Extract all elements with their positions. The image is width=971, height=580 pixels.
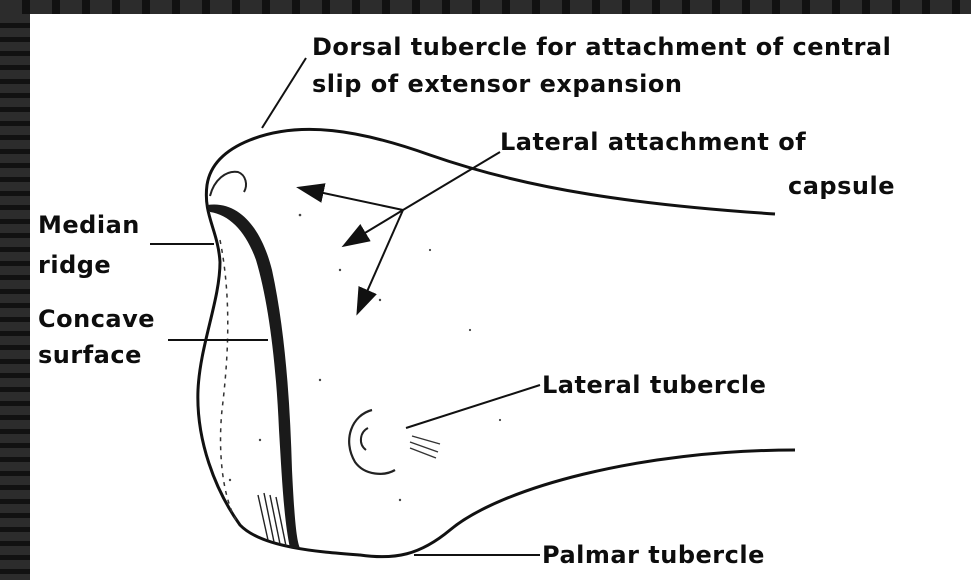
- diagram-canvas: Dorsal tubercle for attachment of centra…: [30, 14, 971, 580]
- dorsal-tubercle-shape: [210, 172, 246, 196]
- stipple-dots: [229, 214, 501, 502]
- dorsal-tubercle-label-line1: Dorsal tubercle for attachment of centra…: [312, 32, 891, 62]
- lateral-tubercle-inner: [361, 428, 368, 450]
- lateral-tubercle-hatching: [410, 436, 440, 458]
- dorsal-tubercle-leader: [262, 58, 306, 128]
- median-ridge-shading: [207, 204, 300, 548]
- palmar-tubercle-label: Palmar tubercle: [542, 540, 765, 570]
- lateral-attachment-label-line2: capsule: [788, 171, 895, 201]
- lateral-tubercle-leader: [406, 385, 540, 428]
- concave-surface-label-line1: Concave: [38, 304, 155, 334]
- lateral-tubercle-label: Lateral tubercle: [542, 370, 766, 400]
- concave-surface-label-line2: surface: [38, 340, 142, 370]
- concave-surface-edge: [220, 240, 236, 520]
- lateral-attachment-label-line1: Lateral attachment of: [500, 127, 806, 157]
- median-ridge-label-line1: Median: [38, 210, 140, 240]
- top-border-strip: [0, 0, 971, 14]
- median-ridge-label-line2: ridge: [38, 250, 111, 280]
- dorsal-tubercle-label-line2: slip of extensor expansion: [312, 69, 682, 99]
- lateral-tubercle-shape: [349, 410, 395, 474]
- lateral-attachment-arrow-1: [300, 188, 403, 210]
- lateral-attachment-arrow-3: [358, 210, 403, 312]
- left-border-strip: [0, 0, 30, 580]
